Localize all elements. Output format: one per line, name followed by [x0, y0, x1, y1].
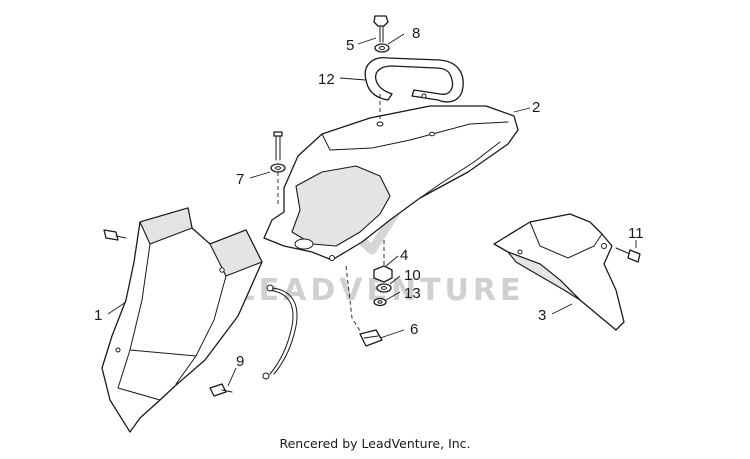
part-1-side-panel	[101, 207, 263, 433]
part-7-washer	[270, 131, 286, 173]
callout-4: 4	[400, 247, 408, 264]
part-9-screw	[209, 383, 233, 397]
part-12-handle	[364, 57, 464, 103]
callout-1: 1	[94, 307, 102, 324]
part-8-washer	[374, 43, 390, 53]
part-2-rear-fender	[263, 105, 519, 261]
cable	[262, 284, 298, 380]
callout-12: 12	[318, 71, 335, 88]
callout-10: 10	[404, 267, 421, 284]
part-11-screw	[615, 247, 641, 263]
callout-2: 2	[532, 99, 540, 116]
part-10-washer	[376, 283, 392, 293]
callout-labels: 5 8 12 2 7 4 10 13 6 1 9 11 3	[94, 25, 644, 370]
leader-lines	[107, 33, 637, 387]
callout-8: 8	[412, 25, 420, 42]
part-6-clip	[359, 329, 383, 347]
callout-11: 11	[628, 225, 644, 242]
part-3-mudguard	[493, 213, 625, 331]
callout-3: 3	[538, 307, 546, 324]
part-5-screw	[373, 15, 389, 43]
callout-5: 5	[346, 37, 354, 54]
callout-6: 6	[410, 321, 418, 338]
part-4-nut	[373, 265, 393, 283]
callout-7: 7	[236, 171, 244, 188]
render-credit: Rencered by LeadVenture, Inc.	[279, 436, 471, 451]
callout-13: 13	[404, 285, 421, 302]
part-13-washer	[373, 297, 387, 307]
callout-9: 9	[236, 353, 244, 370]
